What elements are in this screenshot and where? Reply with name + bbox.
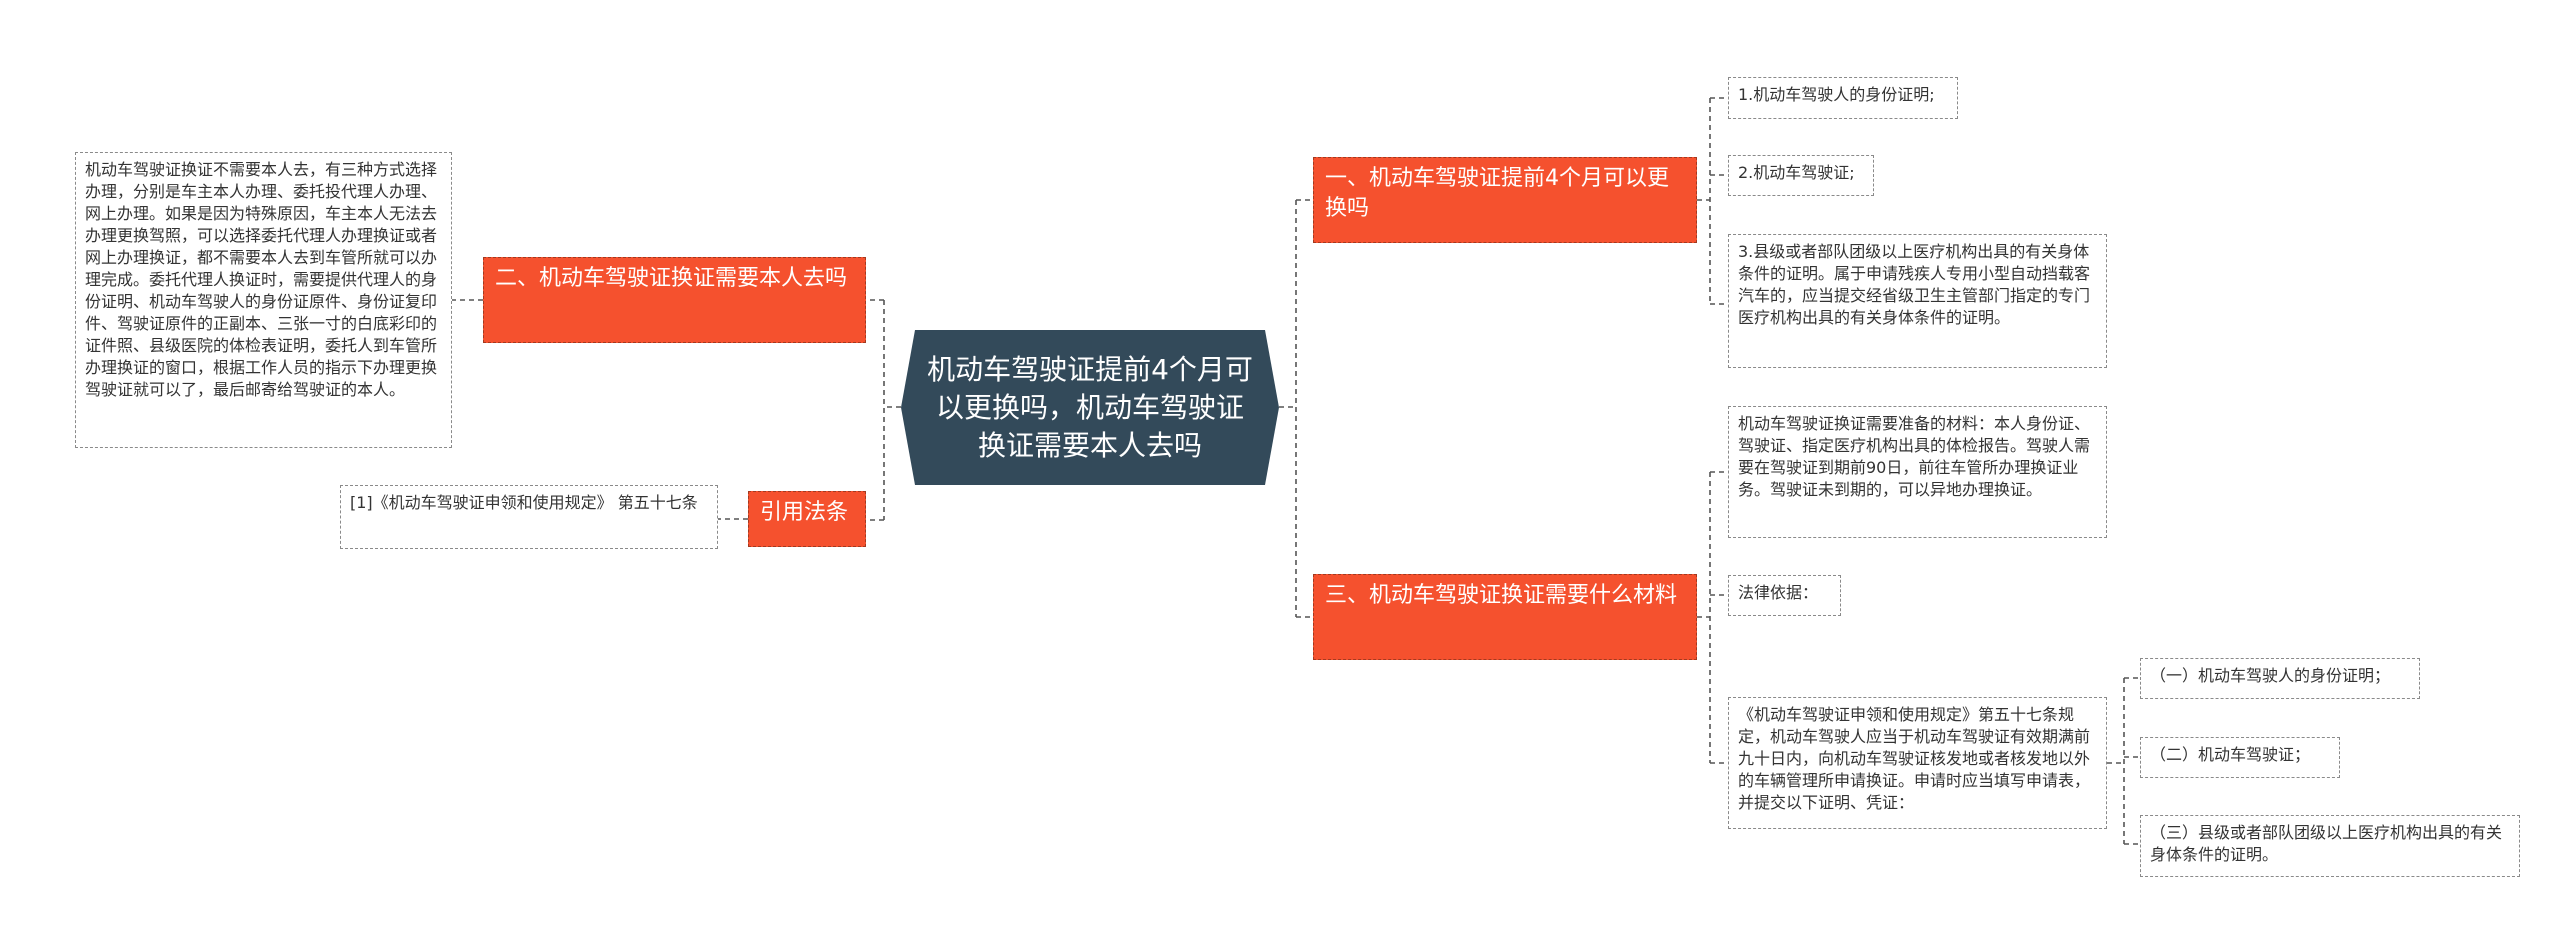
- branch-3-regulation[interactable]: 《机动车驾驶证申领和使用规定》第五十七条规定，机动车驾驶人应当于机动车驾驶证有效…: [1728, 697, 2107, 829]
- branch-3-materials[interactable]: 机动车驾驶证换证需要准备的材料：本人身份证、驾驶证、指定医疗机构出具的体检报告。…: [1728, 406, 2107, 538]
- citation-text[interactable]: [1]《机动车驾驶证申领和使用规定》 第五十七条: [340, 485, 718, 549]
- connector-root-left: [866, 299, 901, 521]
- branch-3-legal-basis[interactable]: 法律依据：: [1728, 575, 1841, 616]
- branch-3-sub-item-3[interactable]: （三）县级或者部队团级以上医疗机构出具的有关身体条件的证明。: [2140, 815, 2520, 877]
- branch-2-node[interactable]: 二、机动车驾驶证换证需要本人去吗: [483, 257, 866, 343]
- citation-node[interactable]: 引用法条: [748, 491, 866, 547]
- branch-1-item-2[interactable]: 2.机动车驾驶证;: [1728, 155, 1874, 196]
- connector-regulation-subitems: [2107, 677, 2140, 845]
- connector-branch3-leaves: [1697, 471, 1728, 764]
- branch-3-sub-item-2[interactable]: （二）机动车驾驶证；: [2140, 737, 2340, 778]
- branch-3-sub-item-1[interactable]: （一）机动车驾驶人的身份证明；: [2140, 658, 2420, 699]
- branch-3-node[interactable]: 三、机动车驾驶证换证需要什么材料: [1313, 574, 1697, 660]
- connector-root-right: [1279, 199, 1313, 618]
- branch-1-node[interactable]: 一、机动车驾驶证提前4个月可以更换吗: [1313, 157, 1697, 243]
- branch-2-text[interactable]: 机动车驾驶证换证不需要本人去，有三种方式选择办理，分别是车主本人办理、委托投代理…: [75, 152, 452, 448]
- branch-1-item-1[interactable]: 1.机动车驾驶人的身份证明;: [1728, 77, 1958, 119]
- root-topic[interactable]: 机动车驾驶证提前4个月可以更换吗，机动车驾驶证换证需要本人去吗: [901, 330, 1279, 485]
- branch-1-item-3[interactable]: 3.县级或者部队团级以上医疗机构出具的有关身体条件的证明。属于申请残疾人专用小型…: [1728, 234, 2107, 368]
- connector-branch1-leaves: [1697, 97, 1728, 305]
